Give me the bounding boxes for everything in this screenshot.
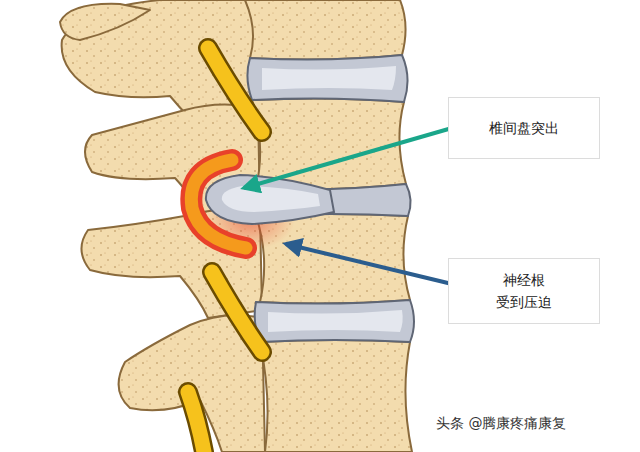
nerve-roots — [188, 48, 262, 452]
leader-arrow — [244, 128, 452, 188]
callout-text: 椎间盘突出 — [489, 117, 559, 139]
watermark: 头条 @腾康疼痛康复 — [436, 415, 566, 433]
callout-box: 椎间盘突出 — [448, 97, 600, 159]
callout-box: 神经根 受到压迫 — [448, 258, 600, 324]
vertebrae — [60, 0, 412, 452]
leader-arrow — [286, 244, 452, 284]
callout-text: 神经根 受到压迫 — [489, 269, 559, 314]
